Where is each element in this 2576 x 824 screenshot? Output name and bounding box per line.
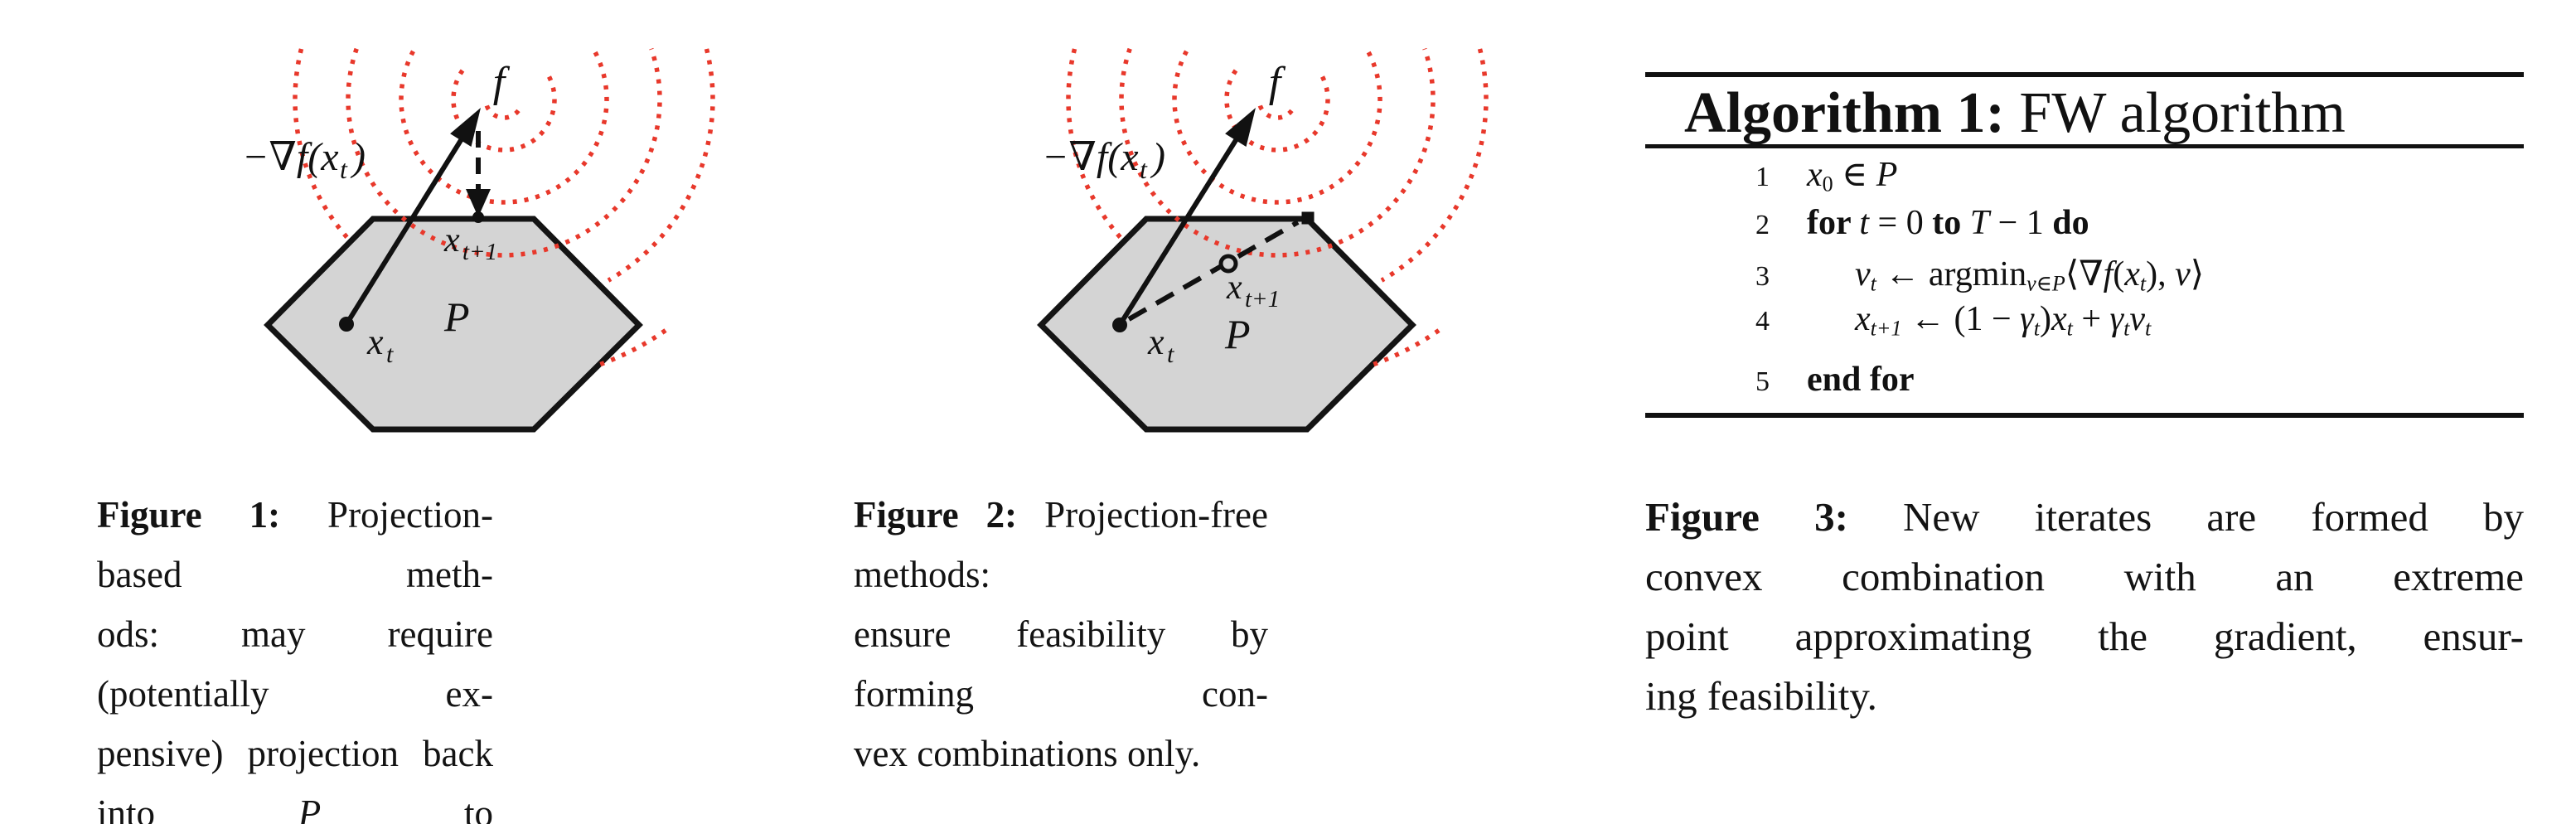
figure-2-caption: Figure 2: Projection-free methods:ensure… — [854, 494, 1268, 774]
line-number: 3 — [1755, 261, 1770, 292]
xt-point-dot — [1112, 317, 1127, 332]
projection-dashed-arrow — [466, 131, 491, 223]
gradient-arrow — [344, 108, 481, 326]
xt1-label: x t+1 — [443, 221, 497, 265]
neg-gradient-label: −∇f(x t ) — [242, 135, 366, 184]
polytope-P-label: P — [443, 293, 470, 340]
polytope-hexagon — [264, 216, 643, 433]
svg-text:t: t — [340, 154, 348, 184]
line-number: 4 — [1755, 306, 1770, 337]
xt-label: x t — [1147, 322, 1174, 368]
svg-text:−∇f(x: −∇f(x — [242, 135, 339, 179]
level-set-dotted-arcs — [293, 47, 715, 367]
svg-text:x: x — [366, 322, 384, 362]
extreme-point-square-marker — [1301, 211, 1315, 225]
f-label: f — [1269, 59, 1286, 106]
polytope-P-label: P — [1224, 311, 1251, 357]
neg-gradient-label: −∇f(x t ) — [1042, 135, 1165, 184]
xt1-point-ring — [1218, 254, 1238, 274]
svg-text:−∇f(x: −∇f(x — [1042, 135, 1139, 179]
xt-point-dot — [339, 317, 354, 332]
gradient-arrow — [1117, 108, 1256, 327]
convex-combination-dashed-line — [1127, 220, 1300, 322]
xt1-label: x t+1 — [1226, 269, 1280, 313]
xt-label: x t — [366, 322, 394, 368]
algorithm-top-rule — [1645, 72, 2524, 77]
svg-text:t: t — [1167, 341, 1174, 368]
line-number: 2 — [1755, 210, 1770, 240]
svg-text:t: t — [1140, 154, 1148, 184]
figure-1-diagram: f −∇f(x t ) x t x t+1 P — [242, 47, 715, 433]
figure-1-caption: Figure 1: Projection-based meth-ods: may… — [97, 494, 493, 824]
algorithm-header: Algorithm 1: FW algorithm — [1684, 81, 2346, 145]
svg-text:t+1: t+1 — [1245, 286, 1280, 313]
svg-text:): ) — [350, 135, 366, 179]
figure-2-diagram: f −∇f(x t ) x t x t+1 P — [1037, 47, 1489, 433]
f-label: f — [493, 59, 511, 106]
svg-text:x: x — [1226, 269, 1242, 307]
projected-point-dot — [472, 211, 484, 223]
svg-text:): ) — [1150, 135, 1165, 179]
svg-text:t: t — [386, 341, 394, 368]
svg-text:x: x — [443, 221, 460, 259]
line-number: 1 — [1755, 162, 1770, 192]
algorithm-bottom-rule — [1645, 413, 2524, 418]
algorithm-mid-rule — [1645, 144, 2524, 148]
level-set-dotted-arcs — [1066, 47, 1489, 367]
svg-text:x: x — [1147, 322, 1165, 362]
svg-text:t+1: t+1 — [462, 239, 497, 265]
line-number: 5 — [1755, 366, 1770, 397]
